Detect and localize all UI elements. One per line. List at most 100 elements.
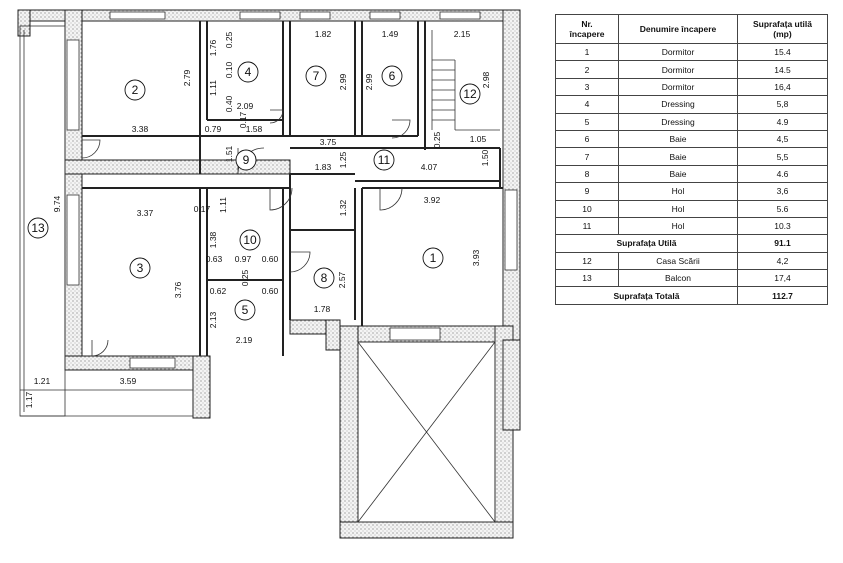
cell-area: 16,4	[737, 77, 828, 97]
cell-nr: 11	[555, 216, 619, 236]
dimension: 0.10	[224, 61, 234, 78]
dimension: 1.50	[480, 149, 490, 166]
cell-nr: 5	[555, 112, 619, 131]
dimension: 3.75	[320, 137, 337, 147]
cell-nr: 10	[555, 199, 619, 218]
dimension: 2.98	[481, 71, 491, 88]
cell-area: 4,5	[737, 129, 828, 149]
dimension: 0.17	[238, 111, 248, 128]
header-area: Suprafața utilă (mp)	[737, 14, 828, 44]
dimension: 2.15	[454, 29, 471, 39]
cell-name: Hol	[618, 182, 738, 201]
cell-name: Baie	[618, 129, 738, 149]
cell-nr: 1	[555, 42, 619, 62]
summary-label: Suprafața Totală	[555, 286, 738, 305]
cell-area: 4.6	[737, 164, 828, 184]
cell-name: Dormitor	[618, 77, 738, 97]
room-labels: 1 2 3 4 5 6 7 8 9 10 11 12 13	[27, 61, 481, 321]
cell-nr: 2	[555, 60, 619, 79]
dimension: 4.07	[421, 162, 438, 172]
dimension: 1.76	[208, 39, 218, 56]
balcony-outline	[19, 25, 193, 417]
dimension: 1.05	[470, 134, 487, 144]
room-number: 2	[132, 83, 139, 97]
stairs	[431, 30, 500, 131]
dimension: 2.13	[208, 311, 218, 328]
doors	[81, 109, 411, 357]
dimension: 2.99	[364, 73, 374, 90]
dimension: 1.83	[315, 162, 332, 172]
dimension: 0.79	[205, 124, 222, 134]
dimension-labels: 2.79 3.38 0.25 0.10 1.76 1.11 0.40 0.17 …	[24, 29, 491, 408]
room-area-table: Nr. încapere Denumire încapere Suprafața…	[555, 14, 828, 305]
cell-name: Dormitor	[618, 42, 738, 62]
dimension: 1.11	[208, 80, 218, 96]
cell-area: 15.4	[737, 42, 828, 62]
cell-name: Dormitor	[618, 60, 738, 79]
room-number: 13	[31, 221, 45, 235]
cell-name: Baie	[618, 164, 738, 184]
dimension: 0.25	[224, 31, 234, 48]
table-header-row: Nr. încapere Denumire încapere Suprafața…	[555, 14, 828, 44]
dimension: 0.97	[235, 254, 252, 264]
cell-nr: 3	[555, 77, 619, 97]
room-number: 6	[389, 69, 396, 83]
exterior-walls	[17, 9, 521, 539]
room-number: 11	[378, 153, 391, 167]
dimension: 2.09	[237, 101, 254, 111]
dimension: 2.57	[337, 271, 347, 288]
cell-nr: 9	[555, 182, 619, 201]
dimension: 0.60	[262, 286, 279, 296]
cell-name: Balcon	[618, 269, 738, 288]
room-number: 7	[313, 69, 320, 83]
room-number: 1	[430, 251, 437, 265]
cell-name: Dressing	[618, 112, 738, 131]
header-room-number: Nr. încapere	[555, 14, 619, 44]
dimension: 0.25	[432, 131, 442, 148]
cell-nr: 8	[555, 164, 619, 184]
room-number: 10	[243, 233, 257, 247]
dimension: 0.25	[240, 269, 250, 286]
dimension: 2.79	[182, 69, 192, 86]
cell-area: 10.3	[737, 216, 828, 236]
cell-area: 4.9	[737, 112, 828, 131]
cell-name: Hol	[618, 216, 738, 236]
dimension: 3.93	[471, 249, 481, 266]
cell-nr: 6	[555, 129, 619, 149]
windows	[66, 11, 518, 369]
room-number: 8	[321, 271, 328, 285]
dimension: 1.49	[382, 29, 399, 39]
cell-name: Dressing	[618, 95, 738, 114]
room-number: 4	[245, 65, 252, 79]
cell-name: Casa Scării	[618, 251, 738, 271]
interior-walls	[82, 21, 503, 356]
dimension: 0.60	[262, 254, 279, 264]
dimension: 1.11	[218, 197, 228, 213]
cell-area: 3,6	[737, 182, 828, 201]
dimension: 3.38	[132, 124, 149, 134]
dimension: 3.76	[173, 281, 183, 298]
header-room-name: Denumire încapere	[618, 14, 738, 44]
dimension: 0.63	[206, 254, 223, 264]
cell-nr: 4	[555, 95, 619, 114]
shaft	[357, 341, 496, 523]
dimension: 0.40	[224, 95, 234, 112]
cell-nr: 7	[555, 147, 619, 166]
dimension: 0.62	[210, 286, 227, 296]
cell-name: Baie	[618, 147, 738, 166]
cell-area: 5.6	[737, 199, 828, 218]
cell-nr: 13	[555, 269, 619, 288]
